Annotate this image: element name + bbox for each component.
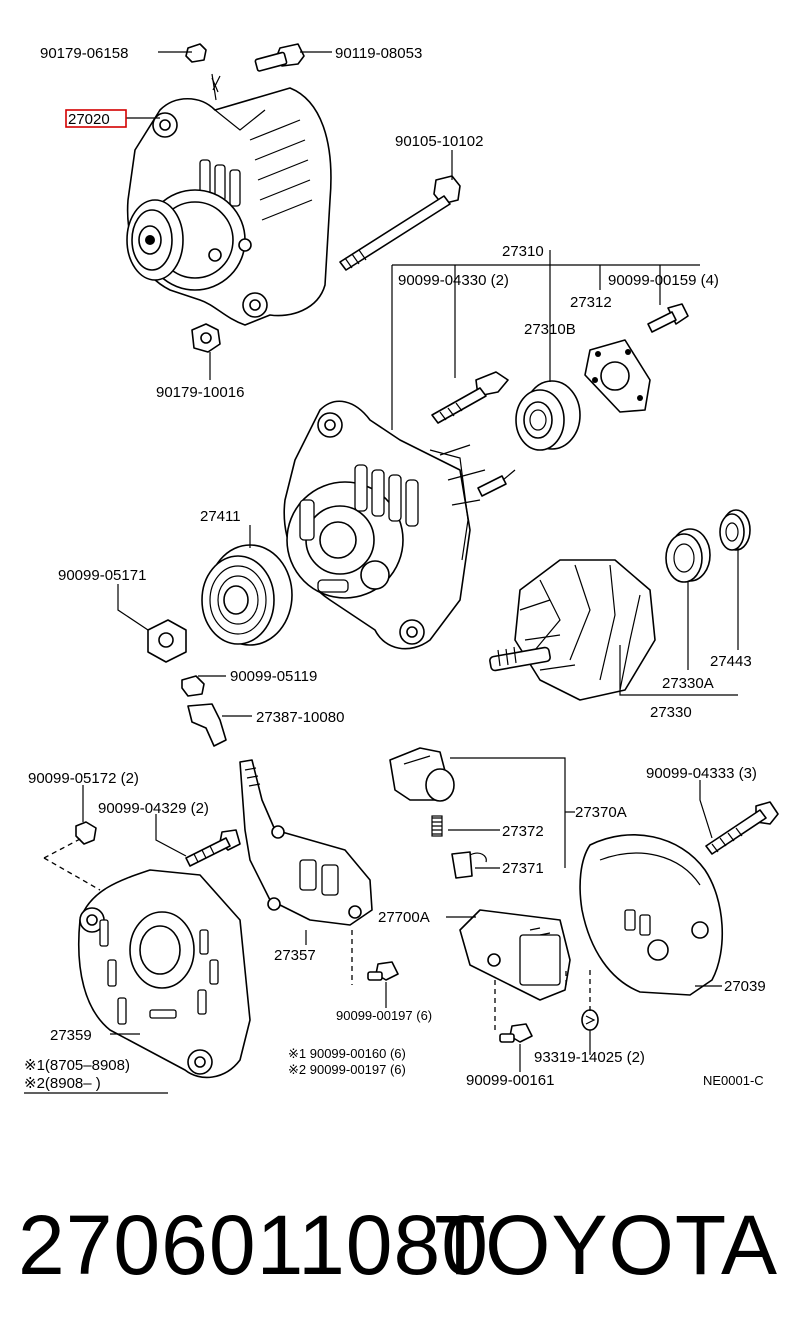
nut-90179-10016 xyxy=(191,323,221,353)
bearing-27330a xyxy=(665,528,711,583)
bolt-90099-04333 xyxy=(705,801,779,855)
alternator-assembly-illustration xyxy=(126,73,332,326)
note-90099-00197: ※2 90099-00197 (6) xyxy=(288,1062,406,1077)
cover-27443 xyxy=(719,509,751,551)
screw-90099-00161 xyxy=(499,1023,533,1043)
label-90099-00159: 90099-00159 (4) xyxy=(608,272,719,289)
label-27330: 27330 xyxy=(650,704,692,721)
label-27039: 27039 xyxy=(724,978,766,995)
brush-27371 xyxy=(451,851,487,879)
label-90179-06158: 90179-06158 xyxy=(40,45,128,62)
label-27371: 27371 xyxy=(502,860,544,877)
label-27330a: 27330A xyxy=(662,675,714,692)
pulley-27411 xyxy=(201,544,293,646)
brush-spring-27372 xyxy=(431,815,443,837)
label-90099-05172: 90099-05172 (2) xyxy=(28,770,139,787)
highlight-box-27020 xyxy=(65,109,127,128)
bolt-90119-08053 xyxy=(254,43,305,72)
label-90099-04330: 90099-04330 (2) xyxy=(398,272,509,289)
leader-lines xyxy=(82,51,739,1072)
footer: 2706011080 TOYOTA xyxy=(18,1195,778,1295)
label-90105-10102: 90105-10102 xyxy=(395,133,483,150)
nut-90099-05172 xyxy=(75,821,97,845)
label-27310b: 27310B xyxy=(524,321,576,338)
legend-date-range-2: ※2(8908– ) xyxy=(24,1075,101,1092)
label-90099-04333: 90099-04333 (3) xyxy=(646,765,757,782)
label-27359: 27359 xyxy=(50,1027,92,1044)
label-27387-10080: 27387-10080 xyxy=(256,709,344,726)
legend-date-range-1: ※1(8705–8908) xyxy=(24,1057,130,1074)
bolt-90099-04329 xyxy=(185,829,241,867)
nut-90099-05171 xyxy=(147,619,187,663)
label-90099-04329: 90099-04329 (2) xyxy=(98,800,209,817)
label-27370a: 27370A xyxy=(575,804,627,821)
retainer-plate-27312 xyxy=(584,339,651,413)
rotor-27330 xyxy=(489,559,656,701)
note-90099-00160: ※1 90099-00160 (6) xyxy=(288,1046,406,1061)
bolt-90099-04330 xyxy=(431,371,509,424)
label-93319-14025: 93319-14025 (2) xyxy=(534,1049,645,1066)
washer-93319-14025 xyxy=(581,1009,599,1031)
brand-name: TOYOTA xyxy=(434,1198,778,1292)
label-27310: 27310 xyxy=(502,243,544,260)
label-27700a: 27700A xyxy=(378,909,430,926)
label-90099-00161: 90099-00161 xyxy=(466,1072,554,1089)
label-27312: 27312 xyxy=(570,294,612,311)
screw-90099-00159 xyxy=(647,303,689,333)
label-90099-05171: 90099-05171 xyxy=(58,567,146,584)
rear-end-frame-27359 xyxy=(77,869,251,1079)
brush-holder-27370a xyxy=(389,747,455,802)
label-90119-08053: 90119-08053 xyxy=(335,45,422,62)
through-bolt-90105-10102 xyxy=(339,175,461,271)
nut-90179-06158 xyxy=(185,43,207,63)
part-number: 2706011080 xyxy=(18,1198,489,1292)
label-27411: 27411 xyxy=(200,508,241,525)
rear-cover-27039 xyxy=(579,834,724,996)
label-27357: 27357 xyxy=(274,947,316,964)
dashed-assembly-lines xyxy=(43,837,591,1030)
label-90099-05119: 90099-05119 xyxy=(230,668,317,685)
screw-90099-00197 xyxy=(367,961,399,981)
bearing-27310b xyxy=(515,380,581,451)
drive-end-frame-27310-illustration xyxy=(283,400,516,650)
exploded-parts-diagram: 90179-06158 90119-08053 27020 90105-1010… xyxy=(24,43,779,1094)
label-27372: 27372 xyxy=(502,823,544,840)
label-27020: 27020 xyxy=(68,111,110,128)
rectifier-27357 xyxy=(239,759,373,926)
label-90179-10016: 90179-10016 xyxy=(156,384,244,401)
label-90099-00197: 90099-00197 (6) xyxy=(336,1008,432,1023)
voltage-regulator-27700a xyxy=(459,909,571,1001)
diagram-reference-code: NE0001-C xyxy=(703,1073,764,1088)
label-27443: 27443 xyxy=(710,653,752,670)
terminal-27387-10080 xyxy=(181,675,227,747)
